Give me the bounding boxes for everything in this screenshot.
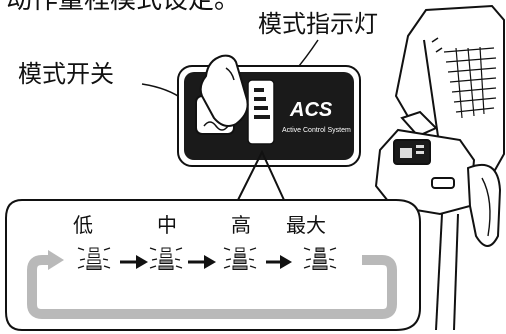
led-bar-off xyxy=(88,253,100,258)
level-led-icons xyxy=(77,247,337,270)
glow-tick xyxy=(77,265,85,269)
right-arrow-icon xyxy=(266,255,292,269)
led-bar-lit xyxy=(86,265,102,270)
led-bar-lit xyxy=(313,259,327,264)
led-bar-off xyxy=(160,253,172,258)
led-bars-icon xyxy=(223,247,257,270)
glow-tick xyxy=(249,265,257,269)
glow-tick xyxy=(329,247,337,251)
led-bar-lit xyxy=(315,247,325,252)
glow-tick xyxy=(223,247,231,251)
glow-tick xyxy=(175,265,183,269)
level-arrows xyxy=(120,255,292,269)
glow-tick xyxy=(102,258,109,261)
led-bar-lit xyxy=(233,259,247,264)
glow-tick xyxy=(103,247,111,251)
glow-tick xyxy=(223,265,231,269)
led-bars-icon xyxy=(149,247,183,270)
glow-tick xyxy=(249,247,257,251)
right-arrow-icon xyxy=(120,255,148,269)
mode-switch-label: 模式开关 xyxy=(18,60,114,88)
led-bar-lit xyxy=(312,265,328,270)
level-box xyxy=(5,199,421,331)
level-label-high: 高 xyxy=(231,213,251,237)
led-bar-off xyxy=(87,259,101,264)
led-bar-lit xyxy=(234,253,246,258)
glow-tick xyxy=(303,247,311,251)
led-bar-lit xyxy=(158,265,174,270)
glow-tick xyxy=(175,247,183,251)
acs-logo-subtitle: Active Control System xyxy=(282,127,351,134)
glow-tick xyxy=(329,265,337,269)
glow-tick xyxy=(303,265,311,269)
level-label-mid: 中 xyxy=(157,213,177,237)
level-label-low: 低 xyxy=(73,213,93,237)
glow-tick xyxy=(174,258,181,261)
led-bar-off xyxy=(235,247,245,252)
led-bar-lit xyxy=(232,265,248,270)
glow-tick xyxy=(77,247,85,251)
led-bar-lit xyxy=(159,259,173,264)
mode-indicator-label: 模式指示灯 xyxy=(258,10,378,38)
led-bar-off xyxy=(89,247,99,252)
glow-tick xyxy=(248,258,255,261)
glow-tick xyxy=(328,258,335,261)
led-bars-icon xyxy=(303,247,337,270)
right-arrow-icon xyxy=(188,255,216,269)
vent-grid xyxy=(443,46,497,119)
glow-tick xyxy=(149,265,157,269)
led-bars-icon xyxy=(77,247,111,270)
partial-top-text: 动作量程模式设定。 xyxy=(6,0,240,15)
glow-tick xyxy=(225,258,232,261)
power-tool-illustration xyxy=(374,4,505,331)
zoom-connector xyxy=(237,149,285,201)
led-bar-lit xyxy=(314,253,326,258)
glow-tick xyxy=(305,258,312,261)
glow-tick xyxy=(103,265,111,269)
hand-press-icon xyxy=(199,54,249,127)
glow-tick xyxy=(149,247,157,251)
cycle-arrowhead-icon xyxy=(48,250,64,270)
cycle-arrow-icon xyxy=(27,255,397,319)
glow-tick xyxy=(79,258,86,261)
panel-led-bars-icon xyxy=(254,88,270,119)
switch-wave-icon xyxy=(203,121,229,131)
glow-tick xyxy=(151,258,158,261)
acs-logo: ACS xyxy=(289,99,333,121)
control-panel: ACS Active Control System xyxy=(177,54,361,167)
level-label-max: 最大 xyxy=(286,213,326,237)
led-bar-off xyxy=(161,247,171,252)
